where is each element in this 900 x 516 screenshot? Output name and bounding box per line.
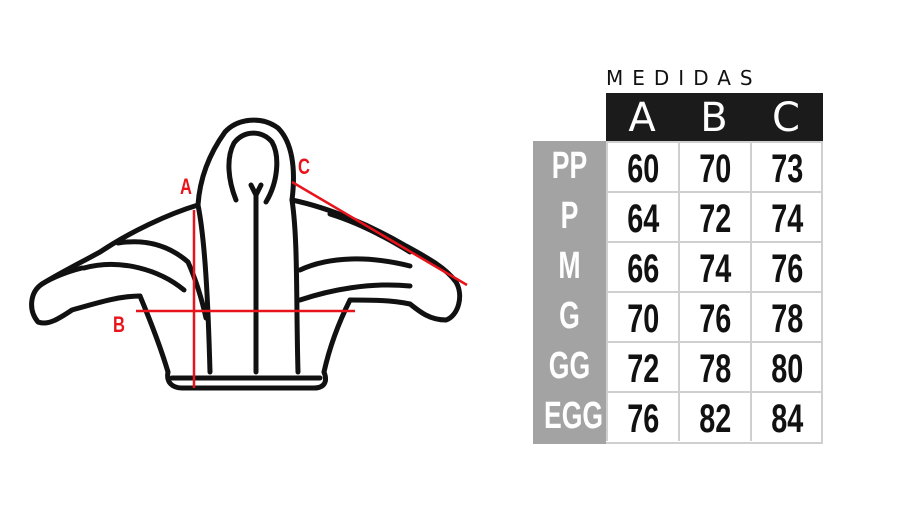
table-cell: 72	[678, 191, 750, 241]
table-cell: 64	[606, 191, 678, 241]
table-cell: 74	[750, 191, 822, 241]
column-header-c: C	[772, 95, 800, 141]
table-cell: 70	[606, 291, 678, 341]
measure-line-c	[291, 180, 468, 287]
table-cell: 66	[606, 241, 678, 291]
table-cell: 76	[678, 291, 750, 341]
measure-label-a: A	[179, 174, 192, 199]
size-label-p: P	[560, 195, 579, 237]
table-cell: 84	[750, 391, 822, 441]
measure-label-b: B	[112, 312, 125, 337]
hoodie-outline-icon	[29, 117, 463, 391]
hoodie-diagram	[29, 117, 468, 391]
table-title: MEDIDAS	[606, 66, 762, 90]
table-cell: 74	[678, 241, 750, 291]
table-cell: 82	[678, 391, 750, 441]
column-header-b: B	[700, 95, 728, 141]
table-cell: 76	[750, 241, 822, 291]
table-cell: 72	[606, 341, 678, 391]
table-cell: 80	[750, 341, 822, 391]
table-header-row: A B C	[606, 93, 823, 141]
size-label-gg: GG	[548, 345, 591, 387]
measure-lines	[136, 180, 468, 388]
size-label-g: G	[559, 295, 580, 337]
table-cell: 78	[750, 291, 822, 341]
measurement-grid: 60 70 73 64 72 74 66 74 76 70 76 78 72 7…	[606, 141, 823, 444]
table-cell: 70	[678, 141, 750, 191]
size-label-pp: PP	[551, 145, 588, 187]
table-cell: 73	[750, 141, 822, 191]
size-label-egg: EGG	[543, 395, 604, 437]
size-column: PP P M G GG EGG	[533, 141, 606, 444]
size-label-m: M	[558, 245, 581, 287]
table-cell: 78	[678, 341, 750, 391]
measure-label-c: C	[297, 154, 310, 179]
table-cell: 76	[606, 391, 678, 441]
column-header-a: A	[628, 95, 656, 141]
table-cell: 60	[606, 141, 678, 191]
